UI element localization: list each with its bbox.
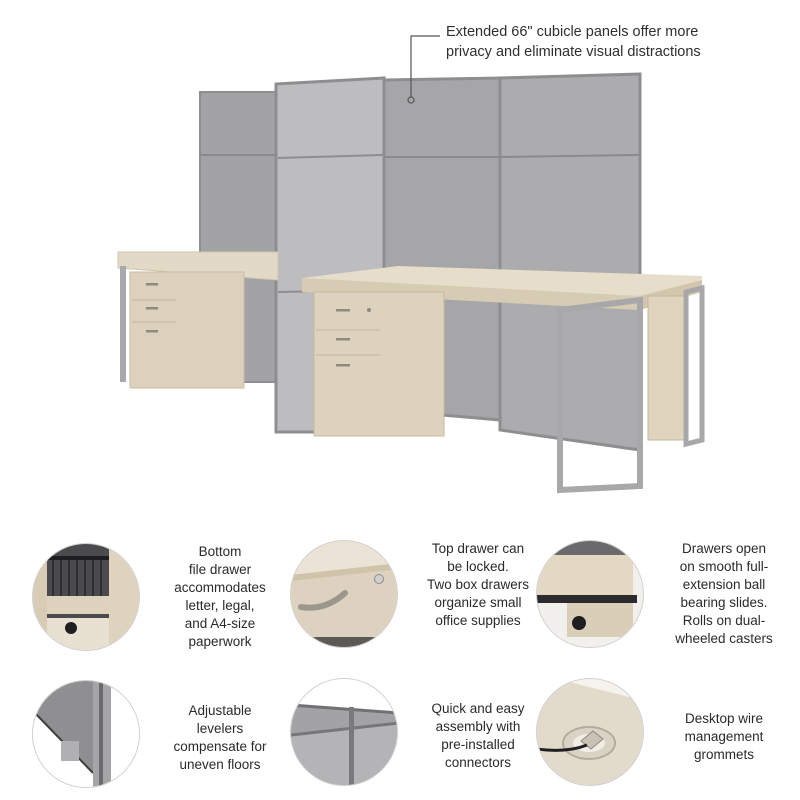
desc-line: organize small — [434, 595, 522, 610]
desc-line: on smooth full- — [679, 559, 769, 574]
right-desk — [302, 266, 705, 494]
desc-line: Two box drawers — [426, 577, 530, 592]
drawer-slides-detail-image — [536, 540, 644, 648]
desc-line: pre-installed — [441, 737, 515, 752]
panel-connector-icon — [291, 679, 397, 785]
desc-line: assembly with — [435, 719, 521, 734]
desc-line: uneven floors — [179, 757, 261, 772]
desc-line: letter, legal, — [185, 598, 255, 613]
feature-file-drawer: Bottom file drawer accommodates letter, … — [32, 543, 292, 671]
callout-line: privacy and eliminate visual distraction… — [446, 44, 701, 60]
desc-line: levelers — [196, 721, 244, 736]
desc-line: Quick and easy — [431, 701, 525, 716]
feature-description: Adjustable levelers compensate for uneve… — [150, 702, 290, 774]
feature-description: Desktop wire management grommets — [654, 710, 794, 764]
feature-description: Quick and easy assembly with pre-install… — [408, 700, 548, 772]
levelers-detail-image — [32, 680, 140, 788]
desc-line: file drawer — [188, 562, 252, 577]
desc-line: management — [684, 729, 764, 744]
connectors-detail-image — [290, 678, 398, 786]
leveler-icon — [33, 681, 139, 787]
desc-line: Bottom — [198, 544, 242, 559]
desc-line: extension ball — [682, 577, 766, 592]
feature-description: Bottom file drawer accommodates letter, … — [150, 543, 290, 651]
left-desk — [117, 251, 279, 389]
desc-line: accommodates — [174, 580, 266, 595]
product-hero-image: Extended 66" cubicle panels offer more p… — [117, 22, 786, 494]
feature-wire-grommets: Desktop wire management grommets — [536, 678, 796, 800]
cubicle-workstation-illustration — [117, 35, 705, 494]
feature-quick-assembly: Quick and easy assembly with pre-install… — [290, 678, 550, 800]
feature-description: Top drawer can be locked. Two box drawer… — [408, 540, 548, 630]
locking-drawer-detail-image — [290, 540, 398, 648]
desc-line: wheeled casters — [675, 631, 773, 646]
feature-ball-bearing-slides: Drawers open on smooth full- extension b… — [536, 540, 796, 668]
feature-locking-drawer: Top drawer can be locked. Two box drawer… — [290, 540, 550, 668]
desc-line: be locked. — [447, 559, 509, 574]
file-drawer-detail-image — [32, 543, 140, 651]
desc-line: grommets — [693, 747, 754, 762]
desc-line: Top drawer can — [431, 541, 525, 556]
desc-line: bearing slides. — [680, 595, 768, 610]
desc-line: paperwork — [188, 634, 252, 649]
drawer-lock-icon — [291, 541, 397, 647]
drawer-slide-caster-icon — [537, 541, 643, 647]
feature-adjustable-levelers: Adjustable levelers compensate for uneve… — [32, 680, 292, 800]
file-drawer-icon — [33, 544, 139, 650]
desc-line: Adjustable — [188, 703, 252, 718]
desc-line: office supplies — [435, 613, 521, 628]
desc-line: Desktop wire — [684, 711, 764, 726]
desc-line: Drawers open — [681, 541, 767, 556]
callout-line: Extended 66" cubicle panels offer more — [446, 24, 699, 40]
panel-height-callout: Extended 66" cubicle panels offer more p… — [446, 22, 786, 62]
grommet-detail-image — [536, 678, 644, 786]
desc-line: compensate for — [173, 739, 267, 754]
desc-line: and A4-size — [184, 616, 256, 631]
desc-line: Rolls on dual- — [682, 613, 766, 628]
desc-line: connectors — [444, 755, 512, 770]
feature-description: Drawers open on smooth full- extension b… — [654, 540, 794, 648]
grommet-icon — [537, 679, 643, 785]
callout-leader-line — [407, 35, 440, 104]
